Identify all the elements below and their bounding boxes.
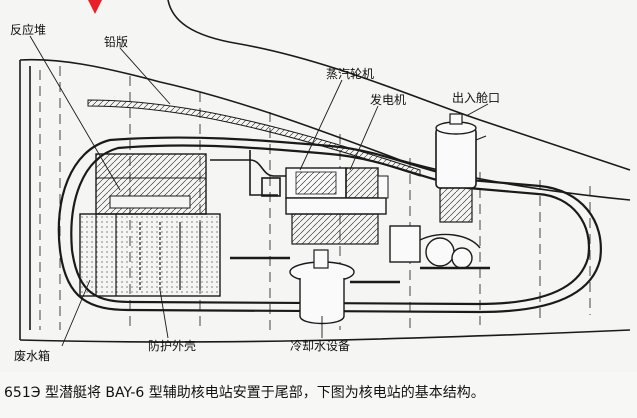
machinery-base [285,197,387,245]
floor-plates [230,256,490,284]
diagram-svg: 反应堆 铅版 蒸汽轮机 发电机 出入舱口 废水箱 防护外壳 冷却水设备 [10,0,631,363]
generator [345,167,389,199]
red-marker [88,0,102,14]
nuclear-plant-diagram: 反应堆 铅版 蒸汽轮机 发电机 出入舱口 废水箱 防护外壳 冷却水设备 [10,0,631,363]
reactor [95,153,207,215]
outer-hull [19,0,631,343]
callout-lines [29,35,489,347]
steam-piping [210,150,290,197]
label-steam-turbine: 蒸汽轮机 [326,66,374,81]
protective-shell [79,213,221,297]
label-exit-hatch: 出入舱口 [452,91,500,105]
figure-caption: 651Э 型潜艇将 BAY-6 型辅助核电站安置于尾部，下图为核电站的基本结构。 [4,385,485,401]
pumps [389,225,481,269]
steam-turbine [285,167,347,199]
label-lead-plate: 铅版 [104,35,128,49]
pressure-hull [57,136,602,314]
cooling-water-unit [289,249,355,325]
label-generator: 发电机 [370,92,406,107]
label-waste-water-tank: 废水箱 [14,348,50,363]
exit-hatch [435,113,487,223]
label-reactor: 反应堆 [10,22,46,37]
label-protective-shell: 防护外壳 [148,338,196,353]
label-cooling-water-unit: 冷却水设备 [290,339,350,353]
